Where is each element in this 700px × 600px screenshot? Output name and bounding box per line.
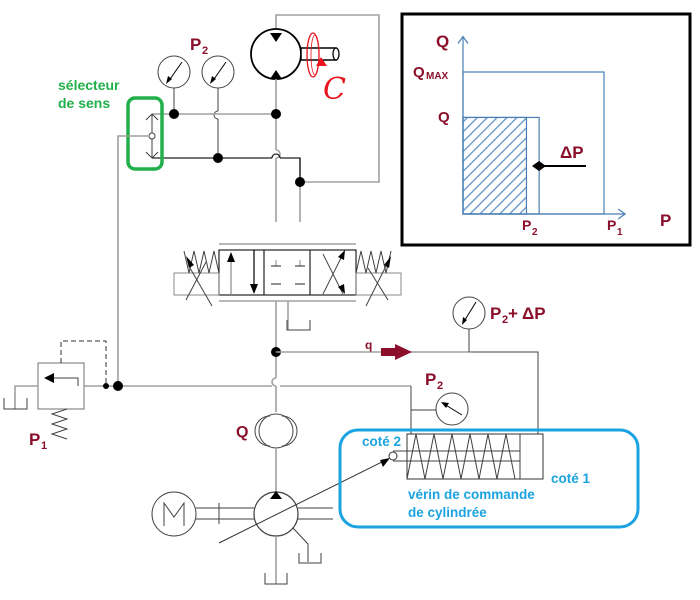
p2-cyl-sub: 2: [437, 380, 443, 392]
pressure-relief-valve: [3, 340, 107, 440]
chart-frame: [400, 12, 692, 247]
verin-label-line2: de cylindrée: [408, 505, 487, 520]
pressure-gauge-p2-plus-dp: [452, 296, 486, 352]
flow-meter: [254, 413, 298, 492]
x-axis-arrow: [617, 208, 627, 220]
cote2-label: coté 2: [362, 434, 401, 449]
y-axis-arrow: [457, 35, 469, 44]
q-meter-label: Q: [236, 424, 248, 441]
hydraulic-motor: [250, 14, 380, 183]
selector-label-line2: de sens: [58, 95, 110, 111]
svg-text:2: 2: [532, 227, 538, 238]
variable-displacement-pump: [218, 458, 390, 585]
qp-chart: Q P Q MAX Q P 2 P 1 ΔP: [400, 12, 692, 247]
y-tick-q: Q: [438, 109, 450, 126]
delta-p-annotation: ΔP: [560, 143, 584, 162]
p2dp-sub: 2: [502, 314, 508, 326]
verin-label-line1: vérin de commande: [408, 487, 535, 502]
svg-text:1: 1: [617, 227, 623, 238]
pressure-gauge-p2-left: [157, 55, 191, 114]
pressure-gauge-p2-cylinder: [411, 392, 469, 426]
svg-text:P: P: [607, 217, 616, 233]
x-tick-p1: P 1: [607, 217, 623, 238]
y-tick-qmax: Q MAX: [413, 64, 449, 82]
p2-top-label: P: [190, 35, 201, 54]
p1-sub: 1: [41, 440, 47, 452]
displacement-control-cylinder: [338, 428, 640, 529]
pressure-gauge-p2-right: [201, 55, 235, 158]
y-axis-label: Q: [436, 32, 449, 51]
svg-text:C: C: [323, 72, 346, 107]
shuttle-valve-direction-selector: [117, 96, 164, 386]
p2dp-label: P: [490, 304, 501, 323]
x-tick-p2: P 2: [522, 217, 538, 238]
delta-p-arrow: [532, 161, 586, 171]
electric-motor: [151, 491, 254, 537]
flow-q-arrow: [381, 344, 412, 360]
torque-symbol: C: [306, 32, 346, 107]
p1-label: P: [29, 430, 40, 449]
p2-top-sub: 2: [202, 45, 208, 57]
region-useful-power: [462, 116, 528, 215]
svg-text:Q: Q: [413, 64, 425, 81]
svg-text:P: P: [522, 217, 531, 233]
x-axis-label: P: [660, 211, 671, 230]
svg-text:Q: Q: [438, 109, 450, 126]
q-label: q: [365, 338, 372, 352]
p2dp-rest: + ΔP: [508, 304, 546, 323]
p2-cyl-label: P: [425, 370, 436, 389]
directional-valve-4-3: [173, 243, 402, 331]
selector-label-line1: sélecteur: [58, 77, 120, 93]
cote1-label: coté 1: [551, 471, 591, 486]
svg-text:MAX: MAX: [426, 71, 449, 82]
